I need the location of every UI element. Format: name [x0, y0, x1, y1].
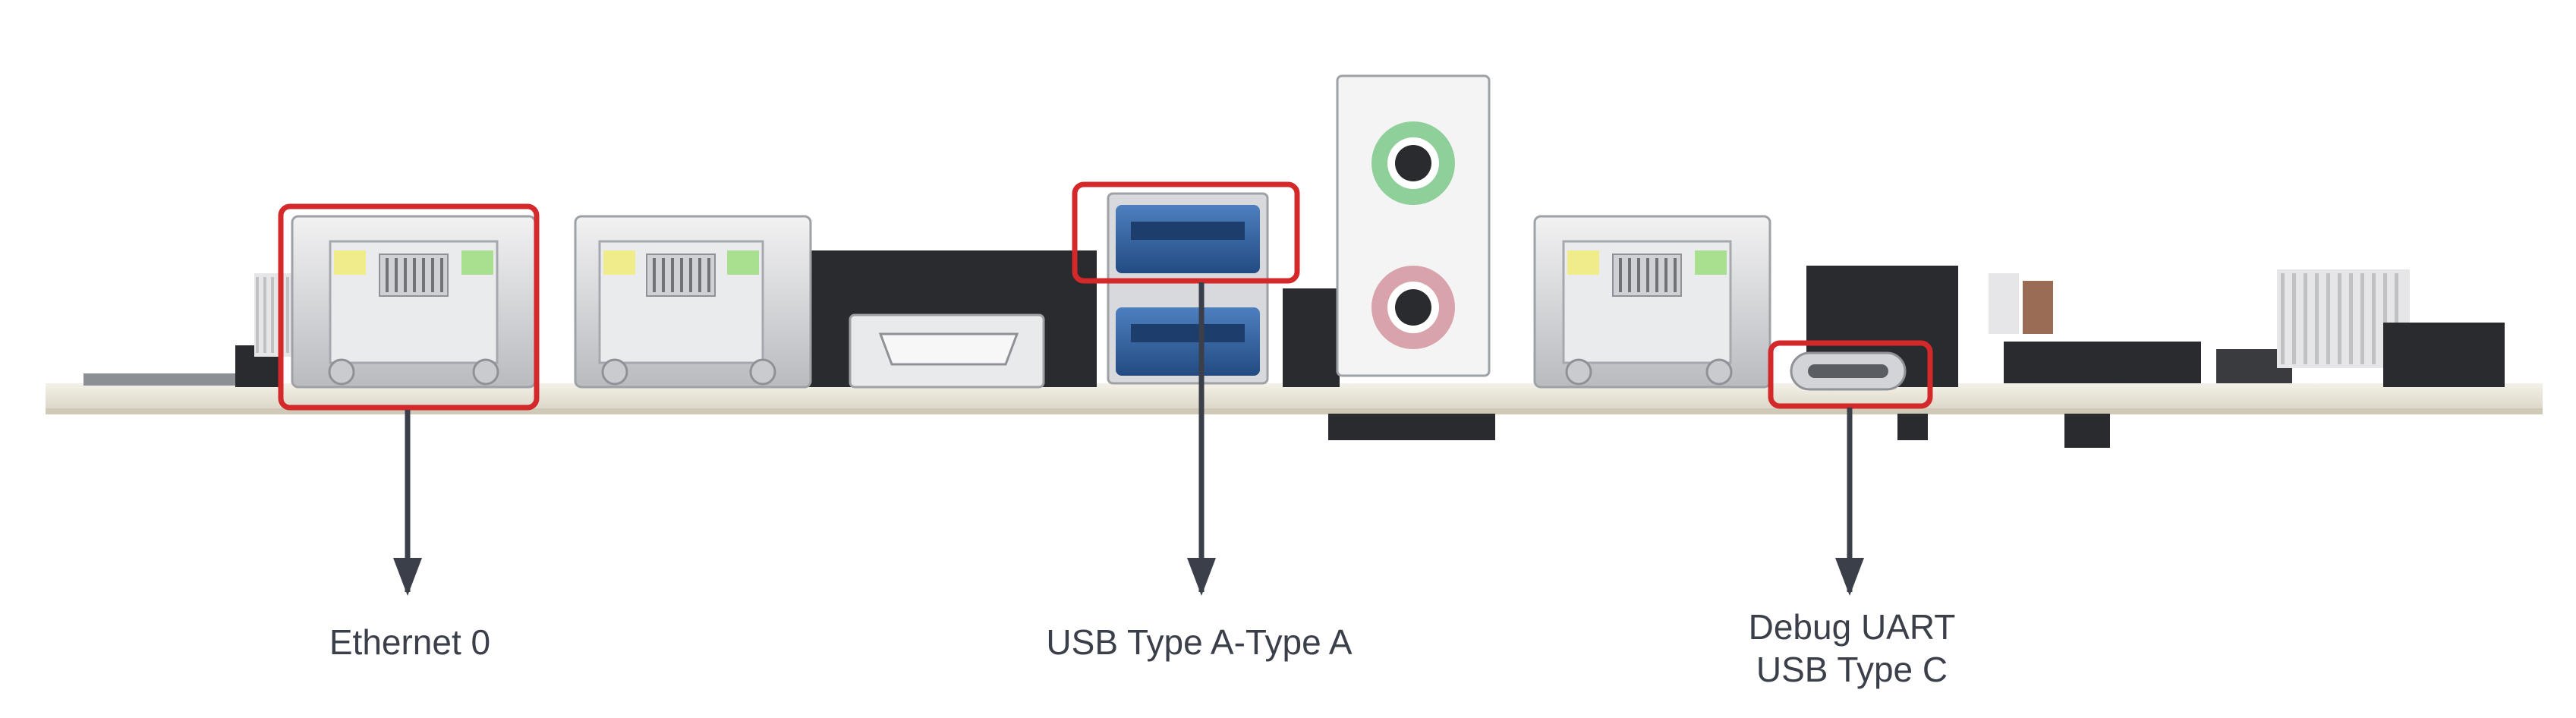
callout-arrows: [393, 282, 1864, 596]
ethernet-1-port: [574, 215, 812, 389]
ethernet-0-port: [291, 215, 537, 389]
label-debug-uart-line1: Debug UART: [1748, 607, 1956, 647]
audio-jacks: [1336, 74, 1491, 377]
usb-a-stack: [1107, 192, 1269, 385]
label-debug-uart-line2: USB Type C: [1756, 650, 1948, 689]
label-ethernet-0: Ethernet 0: [329, 622, 491, 662]
highlight-debug-usb-c: [1768, 340, 1933, 409]
ethernet-2-port: [1533, 215, 1771, 389]
highlight-ethernet-0: [278, 203, 540, 411]
usb-c-port: [1790, 351, 1907, 391]
label-debug-uart: Debug UART USB Type C: [1685, 606, 2019, 691]
label-usb-type-a: USB Type A-Type A: [1046, 622, 1353, 662]
hdmi-port: [849, 313, 1045, 389]
highlight-usb-a: [1072, 181, 1300, 284]
